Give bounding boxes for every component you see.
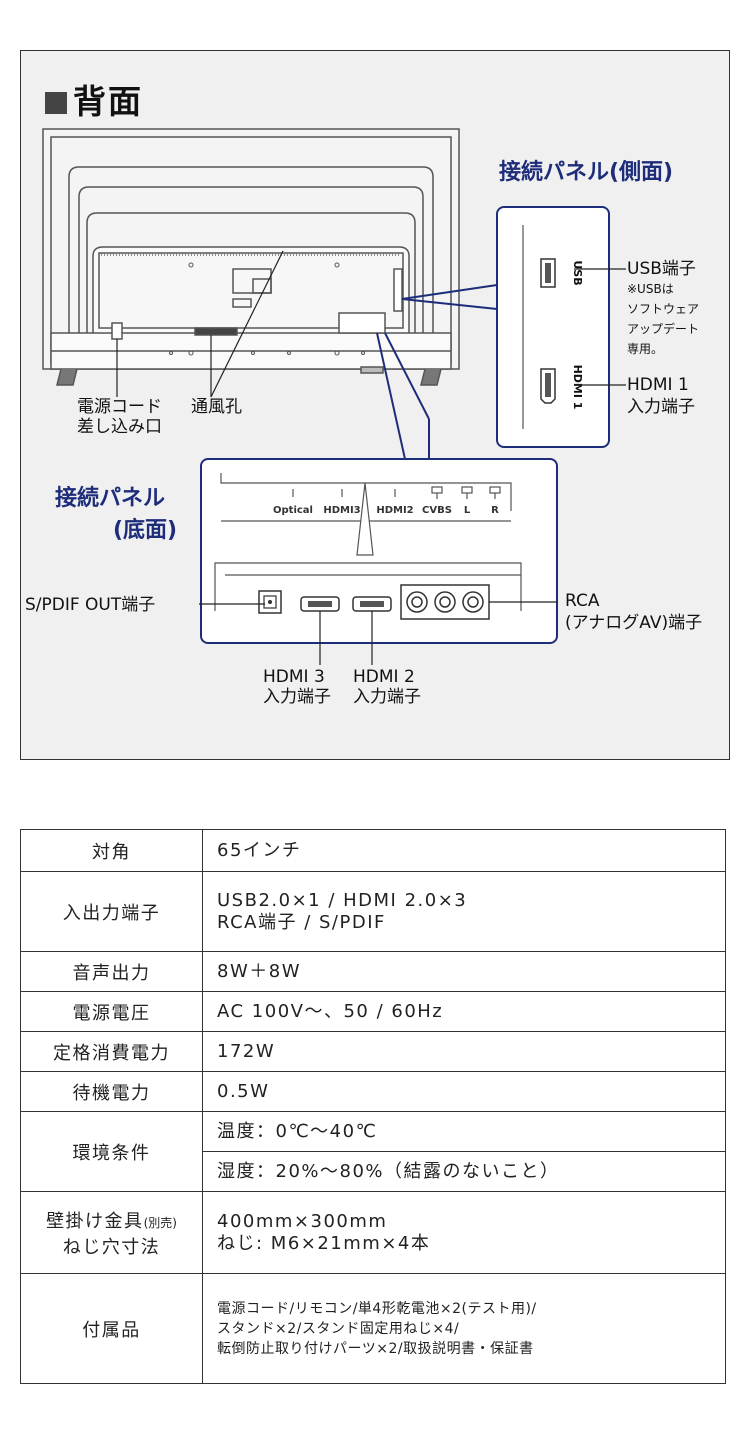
spec-key-audio: 音声出力	[20, 951, 203, 992]
table-row: 環境条件 温度：0℃～40℃	[20, 1111, 726, 1192]
spec-key-standby: 待機電力	[20, 1071, 203, 1112]
square-bullet-icon	[45, 92, 67, 114]
hdmi3-label-1: HDMI 3	[263, 667, 325, 687]
io-line-1: USB2.0×1 / HDMI 2.0×3	[217, 889, 468, 911]
spec-value-accessories: 電源コード/リモコン/単4形乾電池×2(テスト用)/ スタンド×2/スタンド固定…	[202, 1273, 726, 1384]
spec-key-size: 対角	[20, 829, 203, 872]
spec-value-rated-power: 172W	[202, 1031, 726, 1072]
hdmi1-port-label: HDMI 1	[571, 365, 584, 410]
table-row: 待機電力 0.5W	[20, 1071, 726, 1112]
accessories-line-1: 電源コード/リモコン/単4形乾電池×2(テスト用)/	[217, 1300, 537, 1317]
usb-note-3: アップデート	[627, 322, 700, 336]
bottom-panel-frame	[200, 458, 558, 644]
mount-key-2: ねじ穴寸法	[62, 1236, 161, 1258]
power-label-1: 電源コード	[77, 397, 162, 417]
mount-key-main: 壁掛け金具	[46, 1210, 144, 1232]
section-title: 背面	[45, 75, 143, 123]
spec-key-env: 環境条件	[20, 1111, 203, 1192]
port-label-hdmi3: HDMI3	[323, 505, 360, 516]
io-line-2: RCA端子 / S/PDIF	[217, 911, 386, 933]
port-label-optical: Optical	[273, 505, 313, 516]
table-row: 湿度：20%～80%（結露のないこと）	[21, 1151, 726, 1192]
table-row: 電源電圧 AC 100V～、50 / 60Hz	[20, 991, 726, 1032]
spec-value-size: 65インチ	[202, 829, 726, 872]
mount-line-2: ねじ: M6×21mm×4本	[217, 1232, 431, 1254]
spec-value-voltage: AC 100V～、50 / 60Hz	[202, 991, 726, 1032]
table-row: 対角 65インチ	[20, 829, 726, 872]
spec-value-standby: 0.5W	[202, 1071, 726, 1112]
table-row: 音声出力 8W＋8W	[20, 951, 726, 992]
port-label-r: R	[491, 505, 499, 516]
spec-key-mount: 壁掛け金具(別売) ねじ穴寸法	[20, 1191, 203, 1274]
spec-key-io: 入出力端子	[20, 871, 203, 952]
table-row: 付属品 電源コード/リモコン/単4形乾電池×2(テスト用)/ スタンド×2/スタ…	[20, 1273, 726, 1384]
spec-value-mount: 400mm×300mm ねじ: M6×21mm×4本	[202, 1191, 726, 1274]
side-panel-frame	[496, 206, 610, 448]
table-row: 入出力端子 USB2.0×1 / HDMI 2.0×3 RCA端子 / S/PD…	[20, 871, 726, 952]
spec-key-voltage: 電源電圧	[20, 991, 203, 1032]
bottom-panel-title-line1: 接続パネル	[55, 486, 166, 511]
side-panel-title: 接続パネル(側面)	[499, 160, 674, 185]
port-label-cvbs: CVBS	[422, 505, 452, 516]
spec-value-humidity: 湿度：20%～80%（結露のないこと）	[202, 1151, 726, 1192]
spec-table: 対角 65インチ 入出力端子 USB2.0×1 / HDMI 2.0×3 RCA…	[20, 829, 726, 1384]
spec-value-io: USB2.0×1 / HDMI 2.0×3 RCA端子 / S/PDIF	[202, 871, 726, 952]
accessories-line-3: 転倒防止取り付けパーツ×2/取扱説明書・保証書	[217, 1340, 534, 1357]
port-label-hdmi2: HDMI2	[376, 505, 413, 516]
hdmi1-label-1: HDMI 1	[627, 375, 689, 395]
rca-label-2: (アナログAV)端子	[565, 613, 703, 633]
table-row: 定格消費電力 172W	[20, 1031, 726, 1072]
spec-value-temp: 温度：0℃～40℃	[202, 1111, 726, 1152]
hdmi1-label-2: 入力端子	[627, 397, 695, 417]
power-label-2: 差し込み口	[77, 417, 162, 437]
spdif-label: S/PDIF OUT端子	[25, 595, 156, 615]
usb-port-label: USB	[571, 260, 584, 285]
spec-key-accessories: 付属品	[20, 1273, 203, 1384]
rca-label-1: RCA	[565, 591, 600, 611]
hdmi3-label-2: 入力端子	[263, 687, 331, 707]
tv-rear-illustration: USB HDMI 1 Optical	[42, 128, 626, 665]
usb-label: USB端子	[627, 259, 696, 279]
rear-diagram: 背面	[20, 50, 730, 760]
spec-value-audio: 8W＋8W	[202, 951, 726, 992]
mount-key-small: (別売)	[143, 1215, 177, 1230]
spec-key-rated-power: 定格消費電力	[20, 1031, 203, 1072]
vent-label: 通風孔	[191, 397, 242, 417]
port-label-l: L	[464, 505, 471, 516]
table-row: 壁掛け金具(別売) ねじ穴寸法 400mm×300mm ねじ: M6×21mm×…	[20, 1191, 726, 1274]
accessories-line-2: スタンド×2/スタンド固定用ねじ×4/	[217, 1320, 460, 1337]
usb-note-2: ソフトウェア	[627, 302, 700, 316]
mount-line-1: 400mm×300mm	[217, 1210, 388, 1232]
hdmi2-label-2: 入力端子	[353, 687, 421, 707]
bottom-panel-title-line2: (底面)	[113, 518, 178, 543]
usb-note-1: ※USBは	[627, 282, 674, 296]
usb-note-4: 専用。	[627, 342, 664, 356]
hdmi2-label-1: HDMI 2	[353, 667, 415, 687]
